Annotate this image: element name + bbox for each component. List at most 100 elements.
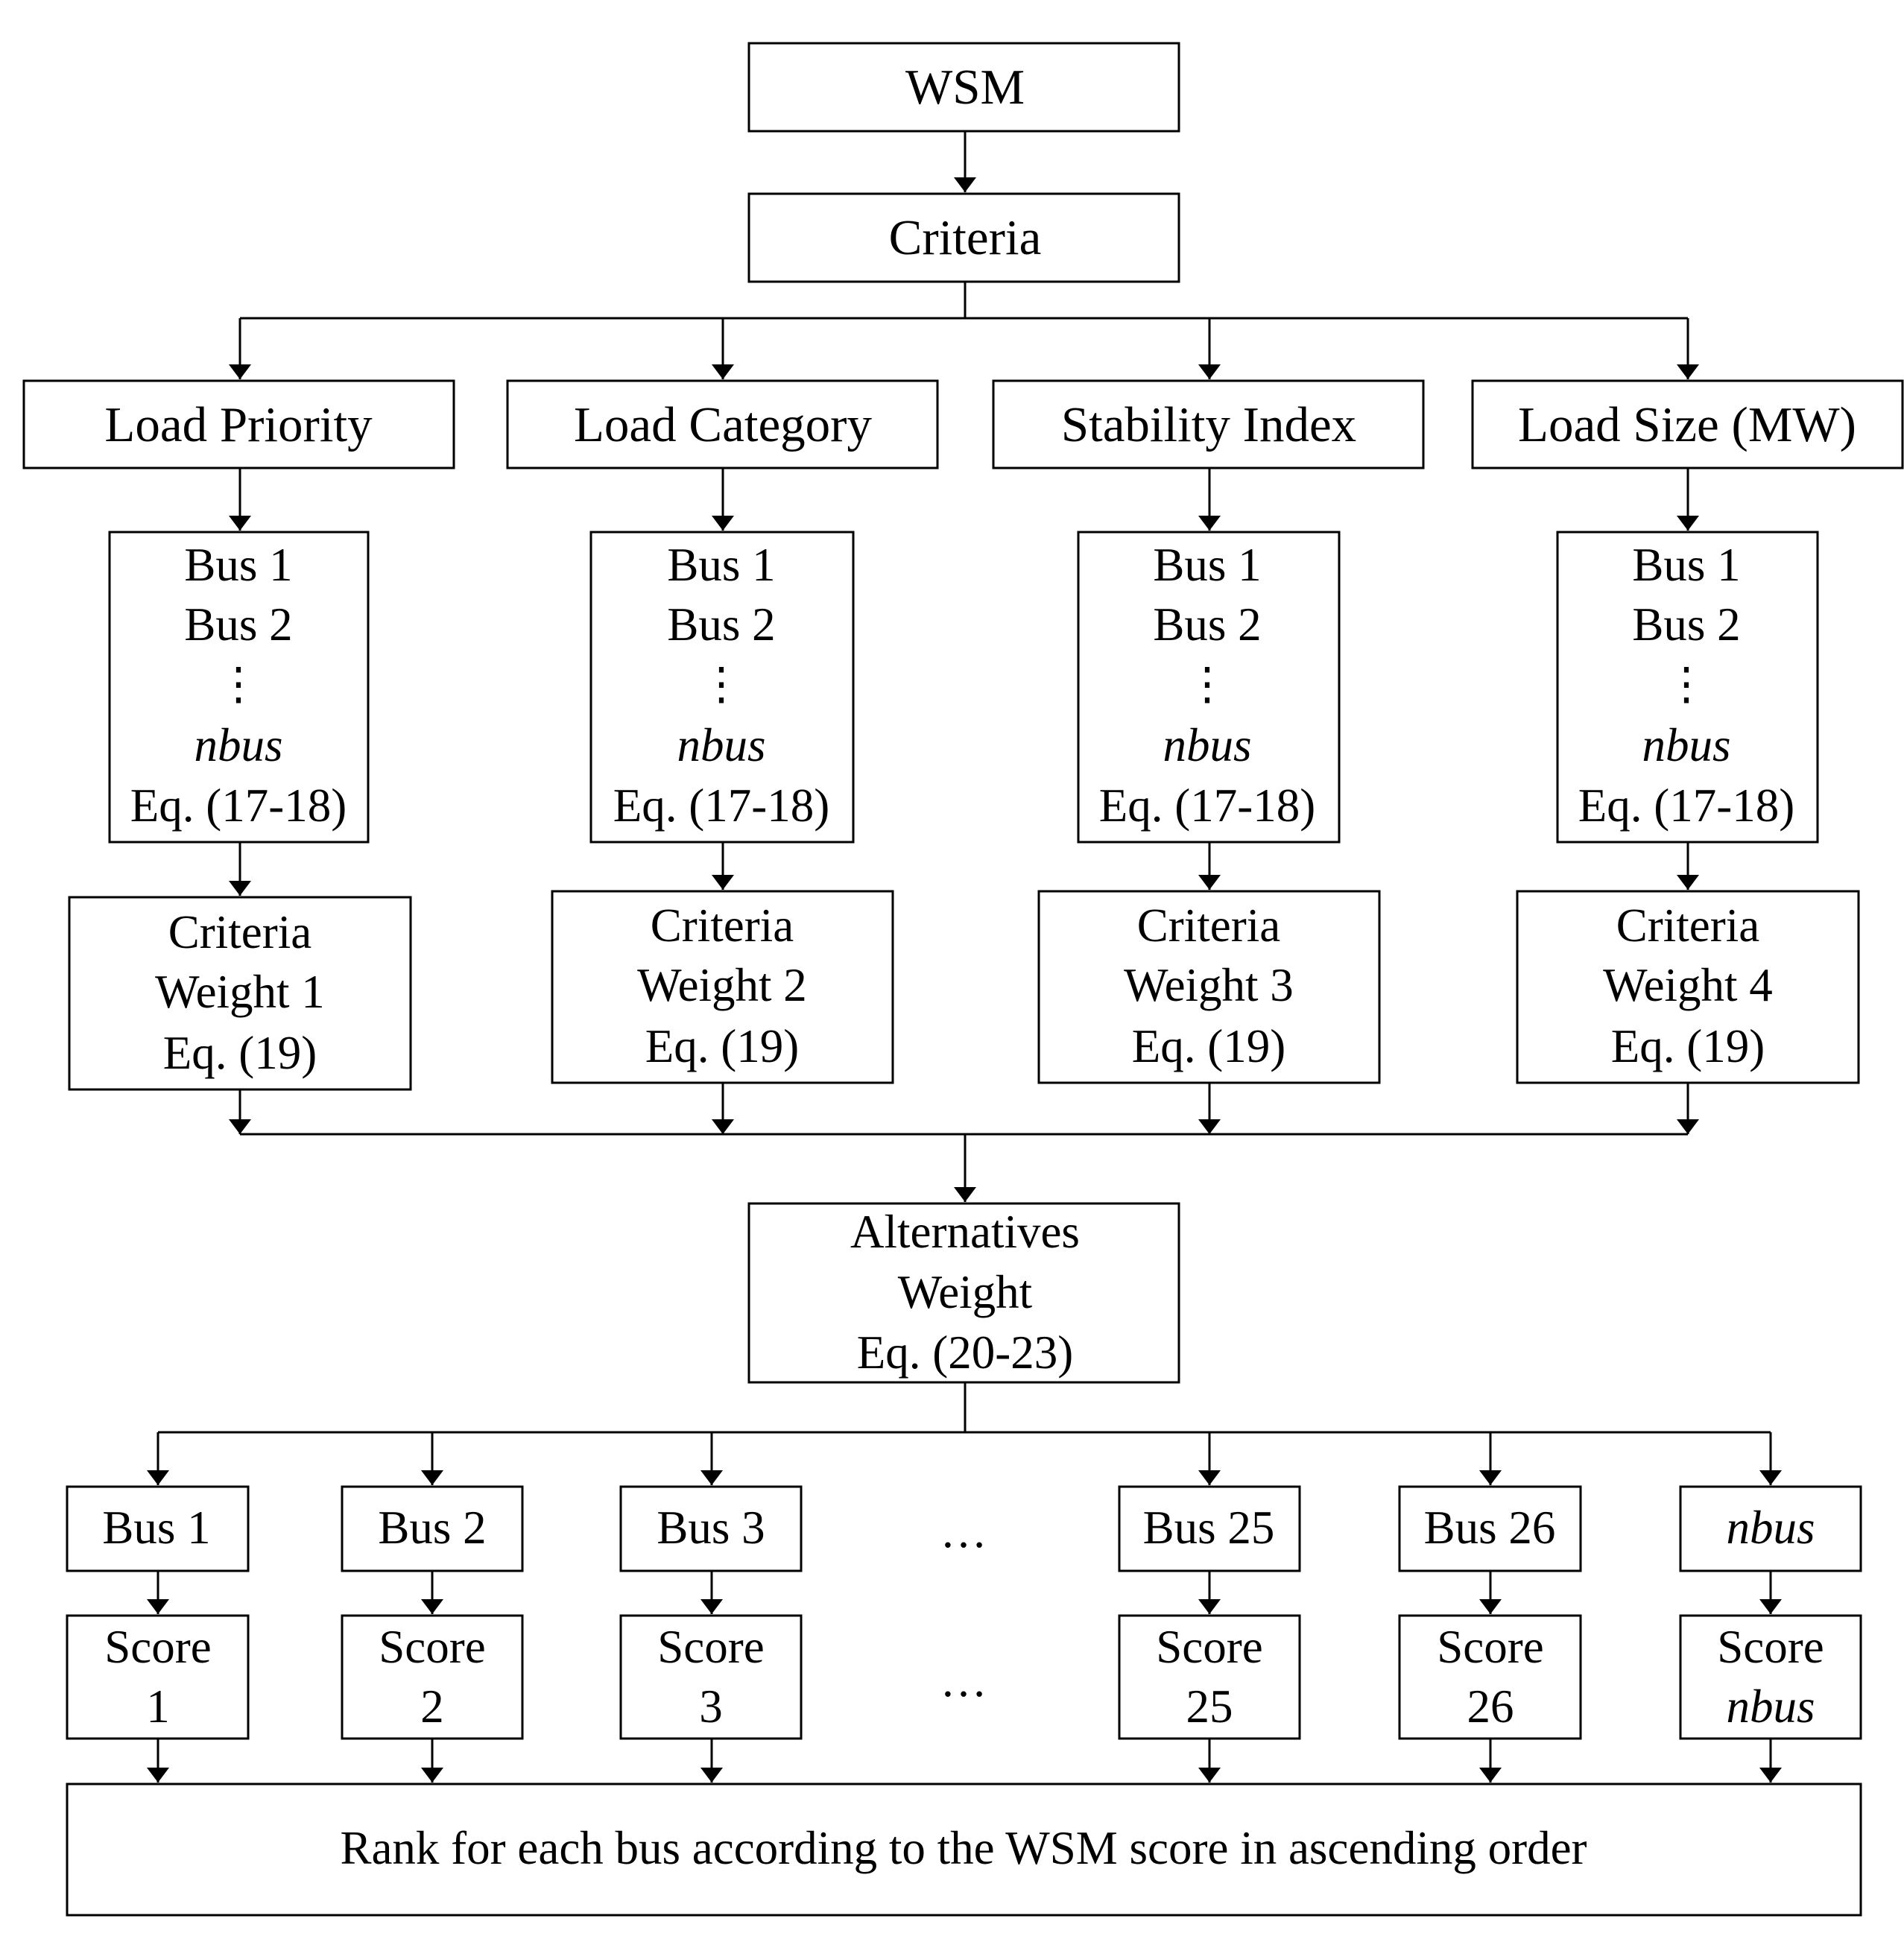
score-number-2: 2: [420, 1680, 444, 1733]
criteria-weight-1-line2: Weight 1: [155, 966, 325, 1018]
score-label-25: Score: [1156, 1621, 1262, 1673]
criteria-weight-2: Criteria Weight 2 Eq. (19): [551, 890, 894, 1084]
bus-list-3-bus2: Bus 2: [1153, 598, 1261, 651]
criteria-weight-4-line1: Criteria: [1616, 899, 1759, 952]
score-label-3: Score: [657, 1621, 764, 1673]
criteria-weight-1: Criteria Weight 1 Eq. (19): [68, 896, 412, 1091]
criteria-node: Criteria: [747, 192, 1180, 283]
score-label-nbus: Score: [1717, 1621, 1824, 1673]
wsm-box: [747, 42, 1180, 133]
bus-list-3-bus1: Bus 1: [1153, 539, 1261, 591]
alternatives-line2: Weight: [898, 1266, 1033, 1318]
criterion-label-2: Load Category: [574, 397, 873, 452]
score-node-25: Score 25: [1118, 1614, 1301, 1740]
bus-list-1-nbus: nbus: [194, 719, 282, 771]
score-number-26: 26: [1467, 1680, 1514, 1733]
criterion-box-4: [1471, 379, 1904, 469]
score-box-25: [1118, 1614, 1301, 1740]
score-box-3: [619, 1614, 803, 1740]
score-node-26: Score 26: [1398, 1614, 1582, 1740]
bus-label-1: Bus 1: [102, 1502, 210, 1554]
score-number-3: 3: [699, 1680, 723, 1733]
criteria-weight-3-line2: Weight 3: [1124, 959, 1294, 1011]
bus-label-3: Bus 3: [657, 1502, 765, 1554]
score-number-25: 25: [1186, 1680, 1233, 1733]
score-ellipsis: …: [940, 1654, 987, 1706]
bus-box-2: [341, 1485, 524, 1572]
score-box-2: [341, 1614, 524, 1740]
criterion-load-size: Load Size (MW): [1471, 379, 1904, 469]
criterion-load-priority: Load Priority: [22, 379, 455, 469]
criteria-weight-4-line3: Eq. (19): [1611, 1020, 1765, 1072]
bus-list-2-bus2: Bus 2: [667, 598, 775, 651]
score-label-1: Score: [104, 1621, 211, 1673]
criteria-label: Criteria: [889, 210, 1042, 265]
bus-list-2-vdots: ⋮: [699, 659, 744, 709]
bus-list-box-4: [1556, 531, 1819, 844]
rank-label: Rank for each bus according to the WSM s…: [340, 1822, 1587, 1874]
bus-node-2: Bus 2: [341, 1485, 524, 1572]
bus-list-box-3: [1077, 531, 1341, 844]
criteria-weight-box-3: [1037, 890, 1381, 1084]
score-box-26: [1398, 1614, 1582, 1740]
criteria-weight-3-line1: Criteria: [1137, 899, 1280, 952]
bus-list-1-vdots: ⋮: [216, 659, 261, 709]
bus-box-1: [66, 1485, 250, 1572]
wsm-label: WSM: [905, 60, 1025, 115]
bus-list-3: Bus 1 Bus 2 ⋮ nbus Eq. (17-18): [1077, 531, 1341, 844]
wsm-node: WSM: [747, 42, 1180, 133]
score-box-nbus: [1679, 1614, 1862, 1740]
bus-node-nbus: nbus: [1679, 1485, 1862, 1572]
criteria-box: [747, 192, 1180, 283]
score-number-1: 1: [146, 1680, 170, 1733]
bus-list-3-vdots: ⋮: [1185, 659, 1230, 709]
score-node-3: Score 3: [619, 1614, 803, 1740]
alternatives-line1: Alternatives: [850, 1206, 1080, 1258]
alternatives-weight-box: [747, 1202, 1180, 1384]
criteria-weight-2-line2: Weight 2: [637, 959, 807, 1011]
criteria-weight-4-line2: Weight 4: [1603, 959, 1773, 1011]
criteria-weight-2-line1: Criteria: [651, 899, 794, 952]
bus-list-1-eq: Eq. (17-18): [130, 779, 347, 832]
score-node-2: Score 2: [341, 1614, 524, 1740]
bus-box-3: [619, 1485, 803, 1572]
criterion-box-1: [22, 379, 455, 469]
criterion-label-1: Load Priority: [104, 397, 373, 452]
bus-node-26: Bus 26: [1398, 1485, 1582, 1572]
connectors: [147, 131, 1782, 1783]
criteria-weight-box-4: [1516, 890, 1860, 1084]
criteria-weight-box-2: [551, 890, 894, 1084]
bus-list-1-bus1: Bus 1: [184, 539, 292, 591]
criteria-weight-1-line3: Eq. (19): [163, 1027, 317, 1079]
bus-list-4-vdots: ⋮: [1664, 659, 1709, 709]
criterion-load-category: Load Category: [506, 379, 939, 469]
bus-label-26: Bus 26: [1424, 1502, 1556, 1554]
bus-list-1: Bus 1 Bus 2 ⋮ nbus Eq. (17-18): [108, 531, 370, 844]
bus-list-box-1: [108, 531, 370, 844]
bus-list-2-eq: Eq. (17-18): [613, 779, 829, 832]
score-number-nbus: nbus: [1726, 1680, 1815, 1733]
bus-box-nbus: [1679, 1485, 1862, 1572]
bus-label-25: Bus 25: [1143, 1502, 1275, 1554]
bus-list-2: Bus 1 Bus 2 ⋮ nbus Eq. (17-18): [589, 531, 855, 844]
criteria-weight-1-line1: Criteria: [168, 906, 311, 958]
score-node-nbus: Score nbus: [1679, 1614, 1862, 1740]
bus-label-nbus: nbus: [1726, 1502, 1815, 1554]
bus-box-26: [1398, 1485, 1582, 1572]
criteria-weight-box-1: [68, 896, 412, 1091]
score-box-1: [66, 1614, 250, 1740]
score-label-26: Score: [1437, 1621, 1543, 1673]
bus-list-2-bus1: Bus 1: [667, 539, 775, 591]
bus-node-25: Bus 25: [1118, 1485, 1301, 1572]
criteria-weight-3: Criteria Weight 3 Eq. (19): [1037, 890, 1381, 1084]
bus-label-2: Bus 2: [378, 1502, 486, 1554]
criteria-weight-3-line3: Eq. (19): [1132, 1020, 1285, 1072]
bus-ellipsis: …: [940, 1505, 987, 1557]
criterion-label-4: Load Size (MW): [1518, 397, 1856, 452]
criteria-weight-2-line3: Eq. (19): [645, 1020, 799, 1072]
rank-box: [66, 1783, 1862, 1917]
bus-list-4-nbus: nbus: [1642, 719, 1730, 771]
criterion-box-2: [506, 379, 939, 469]
bus-list-box-2: [589, 531, 855, 844]
